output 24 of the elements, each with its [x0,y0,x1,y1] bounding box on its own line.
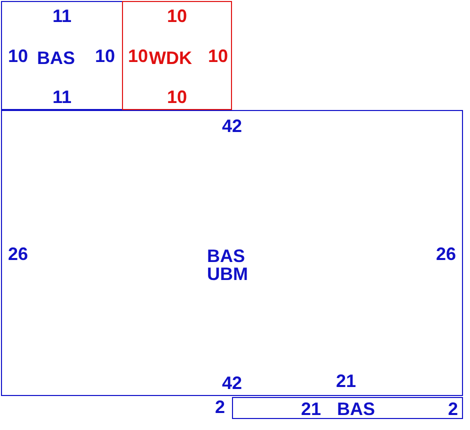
room-outline [1,110,463,396]
room-label: BAS [337,400,376,418]
dimension-label: 10 [94,47,116,65]
dimension-label: 2 [215,398,225,416]
dimension-label: 10 [208,47,228,65]
dimension-label: 2 [448,400,458,418]
room-label: WDK [149,49,193,67]
dimension-label: 10 [8,47,28,65]
dimension-label: 26 [8,245,28,263]
dimension-label: 10 [128,47,148,65]
dimension-label: 21 [300,400,322,418]
room-outline [122,1,232,110]
room-label: BAS [37,49,76,67]
room-outline [232,397,463,419]
dimension-label: 21 [336,372,356,390]
dimension-label: 42 [222,117,242,135]
dimension-label: 10 [166,88,188,106]
dimension-label: 26 [436,245,456,263]
room-label: BAS UBM [207,247,249,283]
dimension-label: 42 [222,374,242,392]
room-outline [1,1,123,110]
dimension-label: 10 [166,7,188,25]
dimension-label: 11 [52,88,72,106]
dimension-label: 11 [52,7,72,25]
